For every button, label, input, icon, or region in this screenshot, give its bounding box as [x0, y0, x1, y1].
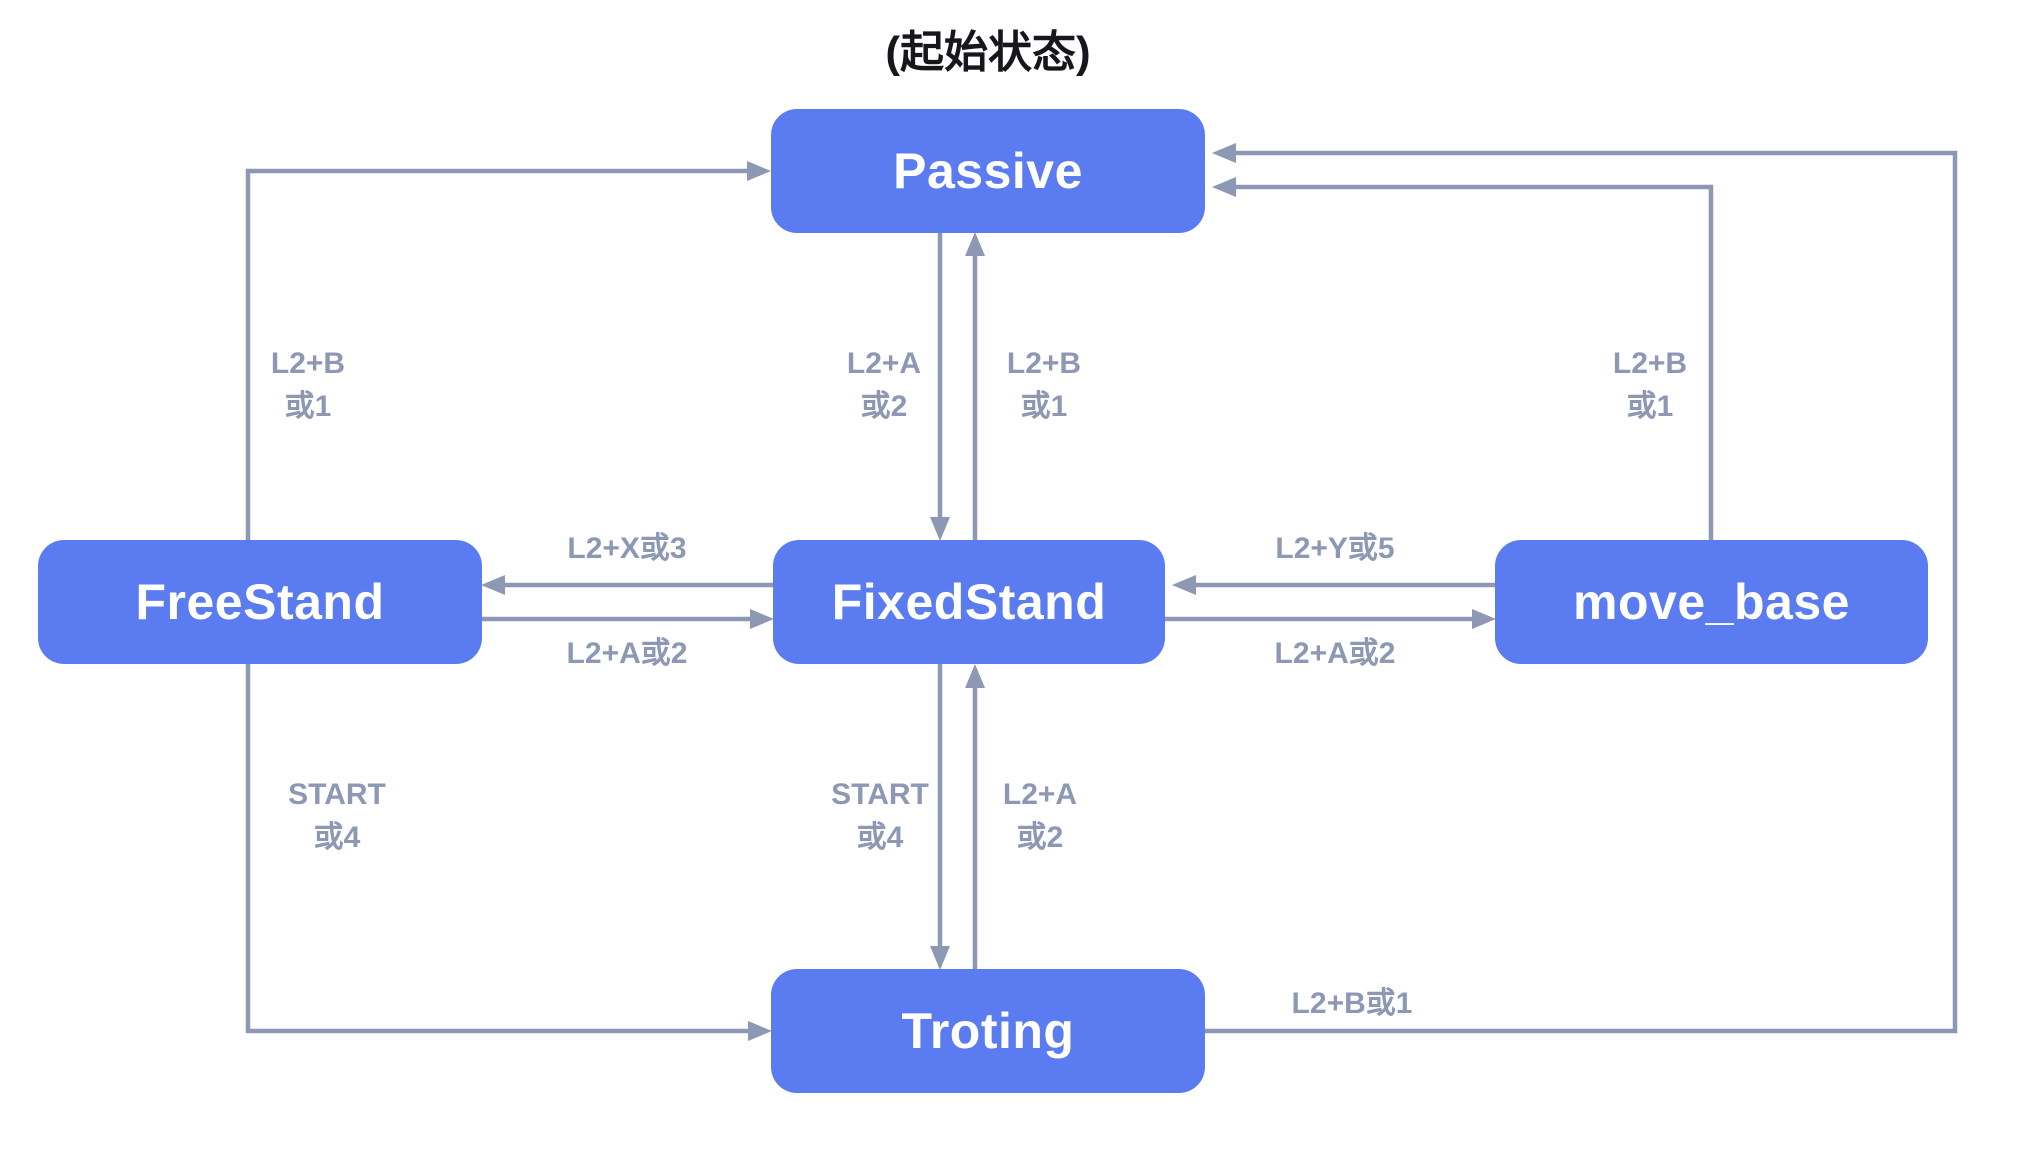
edge-label-line: L2+A: [846, 347, 922, 380]
edge-label-freestand-to-fixedstand: L2+A或2: [566, 637, 688, 670]
edge-label-troting-to-passive: L2+B或1: [1291, 987, 1413, 1020]
node-passive: Passive: [771, 109, 1205, 233]
edge-label-freestand-to-passive: L2+B 或1: [271, 342, 345, 428]
diagram-title: (起始状态): [885, 28, 1091, 77]
edge-freestand-to-passive: [245, 161, 771, 540]
edge-label-fixedstand-to-movebase: L2+A或2: [1274, 637, 1396, 670]
edge-troting-to-passive: [1205, 143, 1958, 1034]
edge-label-line: 或4: [313, 821, 361, 854]
edge-label-freestand-to-troting: START 或4: [288, 773, 386, 859]
edge-label-line: L2+B: [1612, 347, 1688, 380]
node-troting: Troting: [771, 969, 1205, 1093]
edge-label-line: START: [831, 778, 929, 811]
edge-label-line: L2+B: [270, 347, 346, 380]
node-freestand: FreeStand: [38, 540, 482, 664]
edge-label-line: L2+B: [1006, 347, 1082, 380]
edge-label-movebase-to-passive: L2+B 或1: [1613, 342, 1687, 428]
edge-movebase-to-passive: [1212, 177, 1714, 540]
edge-label-line: L2+A: [1002, 778, 1078, 811]
node-fixedstand: FixedStand: [773, 540, 1165, 664]
edge-freestand-to-troting: [245, 664, 772, 1041]
edge-label-troting-to-fixedstand: L2+A 或2: [1003, 773, 1077, 859]
edge-label-line: 或2: [1016, 821, 1064, 854]
edge-label-fixedstand-to-freestand: L2+X或3: [567, 532, 687, 565]
edge-label-line: 或4: [856, 821, 904, 854]
edge-label-line: 或1: [1626, 390, 1674, 423]
edge-label-movebase-to-fixedstand: L2+Y或5: [1275, 532, 1395, 565]
edge-label-passive-to-fixedstand: L2+A 或2: [847, 342, 921, 428]
node-movebase: move_base: [1495, 540, 1928, 664]
edge-label-line: START: [288, 778, 386, 811]
edge-label-line: 或1: [1020, 390, 1068, 423]
edge-label-line: 或1: [284, 390, 332, 423]
edge-label-fixedstand-to-passive: L2+B 或1: [1007, 342, 1081, 428]
edge-label-line: 或2: [860, 390, 908, 423]
edge-label-fixedstand-to-troting: START 或4: [831, 773, 929, 859]
